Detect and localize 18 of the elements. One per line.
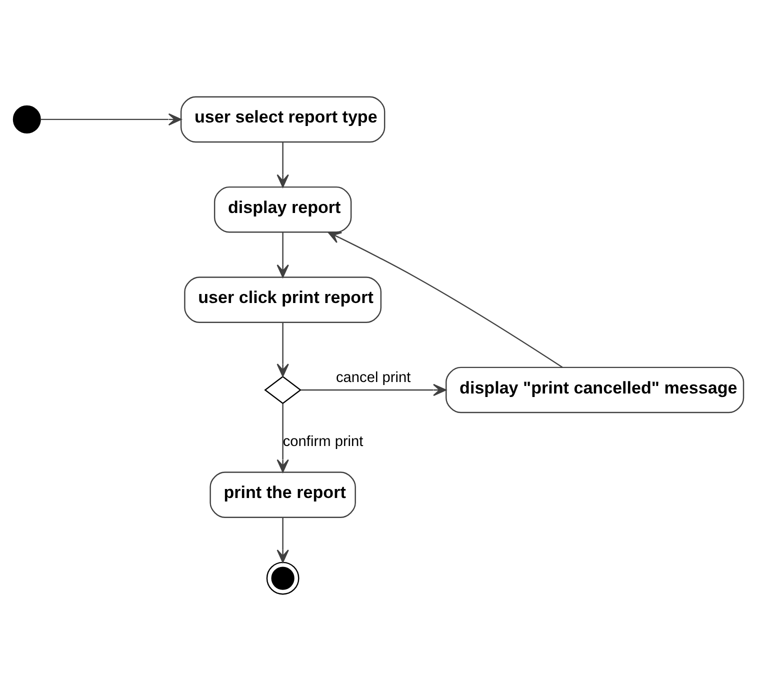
arrow bbox=[276, 518, 289, 563]
arrow bbox=[328, 232, 563, 368]
node-diamond bbox=[264, 376, 302, 404]
arrow bbox=[276, 232, 289, 278]
arrow bbox=[300, 384, 446, 396]
node-box: user click print report bbox=[184, 276, 382, 323]
arrow bbox=[276, 404, 289, 473]
arrow bbox=[40, 113, 182, 126]
node-bullseye bbox=[266, 562, 300, 595]
node-box: user select report type bbox=[180, 96, 386, 143]
node-box: print the report bbox=[210, 472, 356, 518]
node-box: display report bbox=[214, 186, 352, 233]
arrow bbox=[276, 322, 289, 377]
node-box: display "print cancelled" message bbox=[446, 366, 744, 414]
edge-label: confirm print bbox=[282, 434, 364, 450]
node-circle bbox=[12, 105, 41, 134]
arrow bbox=[276, 142, 289, 188]
edge-label: cancel print bbox=[336, 370, 411, 386]
